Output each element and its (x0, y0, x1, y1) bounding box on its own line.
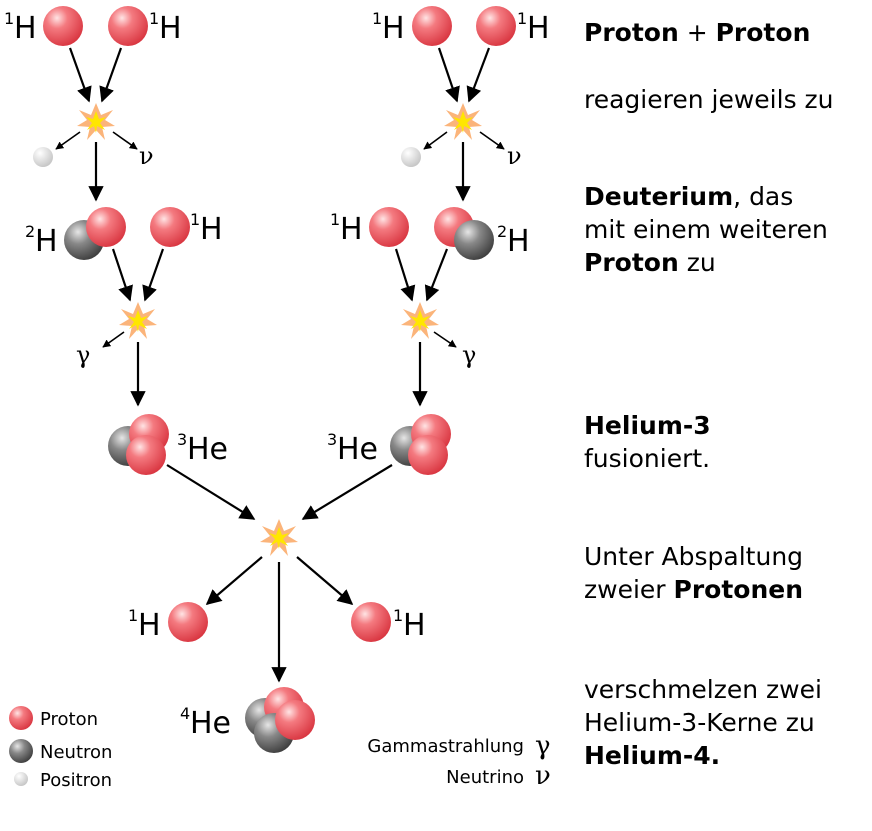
deuterium-left (64, 207, 126, 260)
proton (108, 6, 148, 46)
h1-label-sup: 1 (4, 9, 14, 28)
fusion-flash-icon (401, 302, 439, 339)
legend-gamma-label: Gammastrahlung (367, 736, 524, 757)
legend-proton-swatch (9, 706, 33, 730)
h2-label-sup: 2 (497, 222, 507, 241)
neutrino-symbol: ν (507, 142, 522, 170)
he3-label-sup: 3 (177, 430, 187, 449)
step1-right (412, 6, 516, 46)
h1-label: H (14, 11, 37, 46)
h1-label-sup: 1 (330, 210, 340, 229)
fusion-flash-icon (119, 302, 157, 339)
helium3-left (108, 414, 169, 475)
legend-neutron-swatch (9, 739, 33, 763)
legend-positron-swatch (14, 772, 28, 786)
step2-text: reagieren jeweils zu (584, 85, 834, 114)
fusion-flash-icon (444, 103, 482, 140)
gamma-symbol: γ (462, 341, 476, 369)
h1-label: H (527, 11, 550, 46)
h1-label-sup: 1 (517, 9, 527, 28)
h1-label: H (200, 212, 223, 247)
h1-label-sup: 1 (128, 606, 138, 625)
h1-label: H (138, 608, 161, 643)
proton (43, 6, 83, 46)
legend-proton-label: Proton (40, 709, 98, 730)
h1-label: H (340, 212, 363, 247)
proton (351, 602, 391, 642)
arrows-to-he3 (130, 342, 428, 407)
arrows-row1 (68, 47, 491, 103)
step6-text: verschmelzen zwei Helium-3-Kerne zu Heli… (584, 675, 822, 770)
proton (476, 6, 516, 46)
emission-arrows-row2 (102, 331, 457, 348)
arrows-products (205, 556, 354, 683)
h1-label-sup: 1 (372, 9, 382, 28)
step1-left (43, 6, 148, 46)
proton (126, 435, 166, 475)
proton (168, 602, 208, 642)
he3-label: He (187, 432, 228, 467)
gamma-symbol: γ (76, 341, 90, 369)
h2-label-sup: 2 (25, 222, 35, 241)
helium3-right (390, 414, 451, 475)
fusion-flash-icon (77, 103, 115, 140)
deuterium-right (434, 207, 494, 260)
step4-text: Helium-3 fusioniert. (584, 411, 711, 473)
arrows-to-final-flash (166, 464, 393, 520)
step5-text: Unter Abspaltung zweier Protonen (584, 542, 804, 604)
step3-text: Deuterium, das mit einem weiteren Proton… (584, 182, 828, 277)
proton (150, 207, 190, 247)
arrows-to-deuterium (88, 142, 471, 202)
arrows-row2 (111, 248, 449, 302)
h1-label-sup: 1 (190, 210, 200, 229)
h1-label: H (403, 608, 426, 643)
legend-neutrino-symbol: ν (535, 761, 551, 791)
positron (401, 147, 421, 167)
proton (86, 207, 126, 247)
he3-label: He (337, 432, 378, 467)
helium4 (245, 687, 315, 753)
step1-text: Proton + Proton (584, 18, 811, 47)
h1-label-sup: 1 (149, 9, 159, 28)
positron (33, 147, 53, 167)
h2-label: H (507, 224, 530, 259)
h1-label-sup: 1 (393, 606, 403, 625)
neutron (454, 220, 494, 260)
emission-arrows-row1 (55, 131, 505, 150)
proton (369, 207, 409, 247)
legend-positron-label: Positron (40, 770, 112, 791)
proton (412, 6, 452, 46)
he4-label-sup: 4 (180, 704, 190, 723)
h1-label: H (159, 11, 182, 46)
he4-label: He (190, 706, 231, 741)
h1-label: H (382, 11, 405, 46)
fusion-flash-icon (260, 519, 298, 556)
legend-neutron-label: Neutron (40, 742, 112, 763)
proton (408, 435, 448, 475)
proton (275, 700, 315, 740)
neutrino-symbol: ν (139, 142, 154, 170)
legend-gamma-symbol: γ (535, 731, 551, 761)
legend: Proton Neutron Positron Gammastrahlung γ… (9, 706, 551, 791)
he3-label-sup: 3 (327, 430, 337, 449)
h2-label: H (35, 224, 58, 259)
legend-neutrino-label: Neutrino (446, 767, 524, 788)
